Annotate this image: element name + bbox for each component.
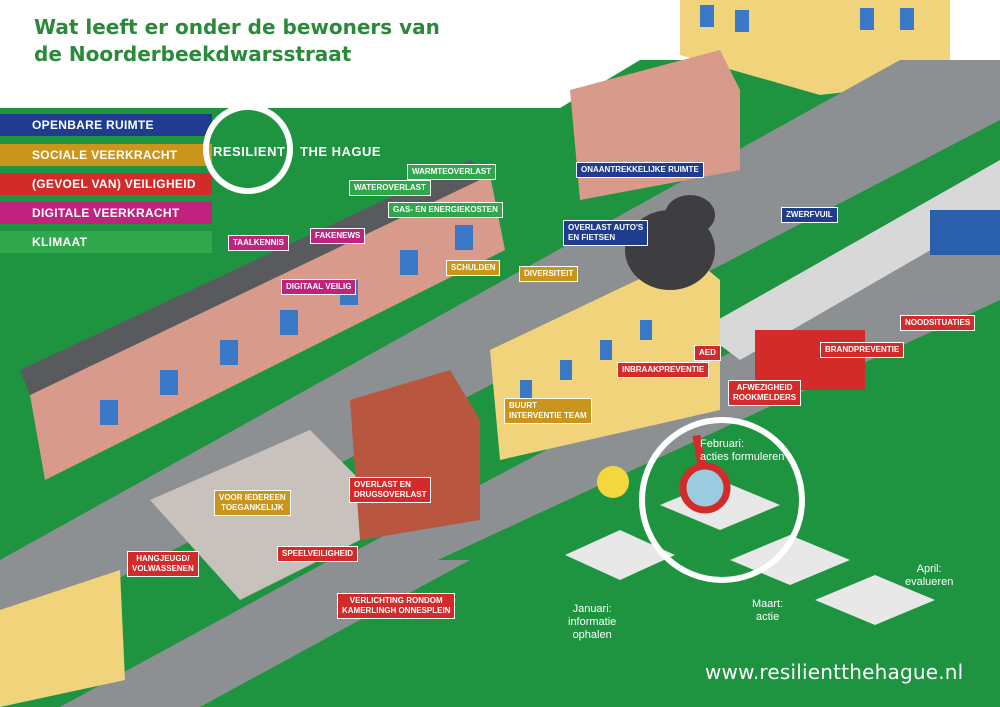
label-noodsituaties: NOODSITUATIES [900, 315, 976, 331]
label-diversiteit: DIVERSITEIT [519, 266, 579, 282]
label-gas-energiekosten: GAS- EN ENERGIEKOSTEN [388, 202, 503, 218]
label-hangjeugd-line1: HANGJEUGD/ [136, 554, 190, 563]
label-buurt-line2: INTERVENTIE TEAM [509, 411, 587, 420]
step-april-line2: evalueren [905, 576, 954, 588]
label-aed: AED [694, 345, 721, 361]
website-link[interactable]: www.resilientthehague.nl [705, 660, 964, 684]
resilient-logo-ring [203, 104, 293, 194]
brick-building [350, 370, 480, 540]
platform-april [815, 575, 935, 625]
label-overlast-autos-line1: OVERLAST AUTO'S [568, 223, 644, 232]
step-februari-line2: acties formuleren [700, 451, 785, 463]
step-januari: Januari: informatie ophalen [568, 603, 616, 642]
label-verlichting-line1: VERLICHTING RONDOM [349, 596, 443, 605]
step-januari-line1: Januari: [572, 603, 612, 615]
magnifier [679, 462, 731, 514]
label-verlichting-line2: KAMERLINGH ONNESPLEIN [342, 606, 451, 615]
title-line-1: Wat leeft er onder de bewoners van [34, 15, 440, 39]
label-hangjeugd: HANGJEUGD/ VOLWASSENEN [127, 551, 199, 577]
step-maart-line2: actie [755, 611, 780, 623]
legend-digitale-veerkracht: DIGITALE VEERKRACHT [0, 202, 212, 224]
label-drugs-line2: DRUGSOVERLAST [354, 490, 427, 499]
label-speelveiligheid: SPEELVEILIGHEID [277, 546, 358, 562]
row-houses-left [30, 175, 505, 480]
label-buurt-interventie-team: BUURT INTERVENTIE TEAM [504, 398, 592, 424]
label-verlichting: VERLICHTING RONDOM KAMERLINGH ONNESPLEIN [337, 593, 456, 619]
label-digitaal-veilig: DIGITAAL VEILIG [281, 279, 357, 295]
step-maart: Maart: actie [752, 598, 783, 624]
title-line-2: de Noorderbeekdwarsstraat [34, 42, 352, 66]
label-buurt-line1: BUURT [509, 401, 537, 410]
label-warmteoverlast: WARMTEOVERLAST [407, 164, 497, 180]
legend-klimaat: KLIMAAT [0, 231, 212, 253]
step-maart-line1: Maart: [752, 598, 784, 610]
highlight-circle [639, 417, 805, 583]
label-drugsoverlast: OVERLAST EN DRUGSOVERLAST [349, 477, 432, 503]
step-januari-line2: informatie [568, 616, 617, 628]
label-afwezigheid-line2: ROOKMELDERS [733, 393, 797, 402]
label-toegankelijk-line1: VOOR IEDEREEN [219, 493, 286, 502]
sidewalk-right [700, 160, 1000, 360]
label-fakenews: FAKENEWS [310, 228, 366, 244]
label-afwezigheid-line1: AFWEZIGHEID [736, 383, 793, 392]
label-afwezigheid-rookmelders: AFWEZIGHEID ROOKMELDERS [728, 380, 802, 406]
legend-openbare-ruimte: OPENBARE RUIMTE [0, 114, 212, 136]
lightbulb [597, 466, 629, 498]
label-brandpreventie: BRANDPREVENTIE [820, 342, 905, 358]
label-wateroverlast: WATEROVERLAST [349, 180, 431, 196]
building-bottom-left [0, 570, 125, 707]
legend-sociale-veerkracht: SOCIALE VEERKRACHT [0, 144, 212, 166]
label-toegankelijk-line2: TOEGANKELIJK [221, 503, 284, 512]
label-overlast-autos-line2: EN FIETSEN [568, 233, 616, 242]
label-overlast-autos: OVERLAST AUTO'S EN FIETSEN [563, 220, 649, 246]
label-inbraakpreventie: INBRAAKPREVENTIE [617, 362, 710, 378]
label-toegankelijk: VOOR IEDEREEN TOEGANKELIJK [214, 490, 291, 516]
legend-veiligheid: (GEVOEL VAN) VEILIGHEID [0, 173, 212, 195]
step-januari-line3: ophalen [572, 629, 612, 641]
label-taalkennis: TAALKENNIS [228, 235, 289, 251]
step-februari-line1: Februari: [700, 438, 745, 450]
label-schulden: SCHULDEN [446, 260, 501, 276]
platform-januari [565, 530, 675, 580]
step-april-line1: April: [916, 563, 942, 575]
label-onaantrekkelijke-ruimte: ONAANTREKKELIJKE RUIMTE [576, 162, 704, 178]
step-april: April: evalueren [905, 563, 953, 589]
logo-word-the-hague: THE HAGUE [300, 144, 382, 159]
label-hangjeugd-line2: VOLWASSENEN [132, 564, 194, 573]
bus [930, 210, 1000, 255]
logo-word-resilient: RESILIENT [213, 144, 286, 159]
label-zwerfvuil: ZWERFVUIL [781, 207, 838, 223]
step-februari: Februari: acties formuleren [700, 438, 784, 464]
label-drugs-line1: OVERLAST EN [354, 480, 411, 489]
page-title: Wat leeft er onder de bewoners van de No… [34, 14, 440, 68]
